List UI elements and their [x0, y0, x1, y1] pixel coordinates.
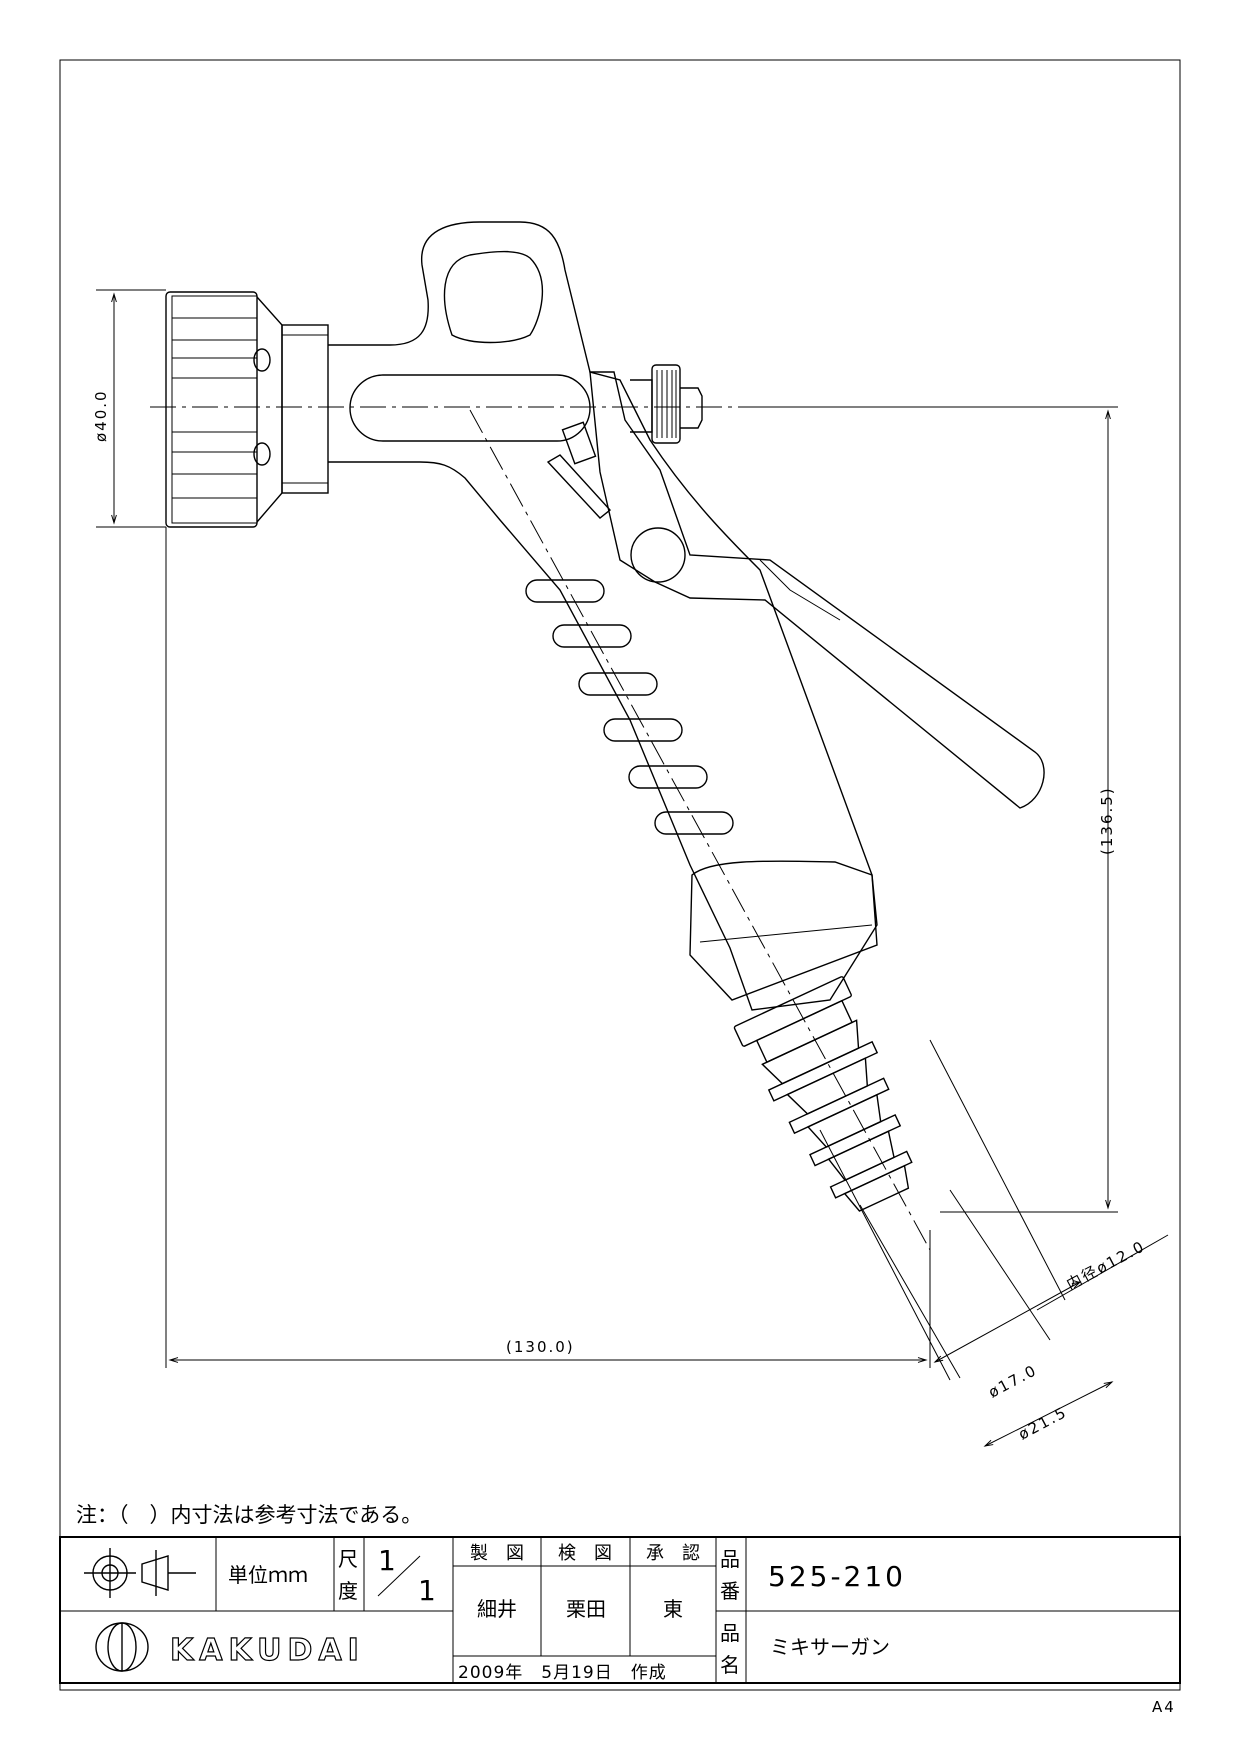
dim-diameter-40: ø40.0: [92, 389, 110, 442]
gun-body-outline: [328, 221, 878, 1011]
sheet-size: A4: [1152, 1698, 1176, 1716]
approved-by: 東: [663, 1597, 683, 1621]
part-no-label-1: 品: [720, 1547, 740, 1571]
scale-numerator: 1: [378, 1544, 399, 1577]
mixer-gun-drawing: [150, 221, 1066, 1381]
dim-diameter-21: ø21.5: [1015, 1403, 1070, 1444]
drawn-label: 製 図: [470, 1543, 524, 1564]
nozzle-knurled-ring: [165, 291, 258, 528]
company-name: KAKUDAI: [170, 1633, 365, 1668]
linkage-pin: [546, 454, 612, 519]
part-no-label-2: 番: [720, 1579, 740, 1603]
scale-label-2: 度: [338, 1579, 358, 1603]
grip-cap: [689, 860, 878, 1001]
hose-barb-fitting: [733, 976, 913, 1212]
part-name-label-2: 名: [720, 1653, 740, 1677]
grip-centerline: [469, 409, 931, 1251]
hanger-loop-icon: [443, 250, 544, 344]
dim-inner-12: 内径ø12.0: [1063, 1237, 1148, 1294]
dim-width-130: (130.0): [506, 1338, 575, 1356]
part-number: 525-210: [768, 1560, 906, 1593]
nozzle-collar: [281, 324, 329, 494]
scale-denominator: 1: [418, 1574, 439, 1607]
part-name-label-1: 品: [720, 1621, 740, 1645]
title-block: 単位ｍｍ 尺 度 1 1 製 図 検 図 承 認 細井 栗田 東 品 番 525…: [59, 1536, 1181, 1684]
approved-label: 承 認: [646, 1543, 700, 1564]
nozzle-cone: [256, 296, 283, 523]
dim-diameter-17: ø17.0: [985, 1361, 1040, 1402]
kakudai-logo-icon: [95, 1622, 149, 1672]
grip-vents: [525, 579, 734, 835]
dimensions: ø40.0 (136.5) (130.0) 内径ø12.0 ø17.0 ø21.…: [92, 289, 1169, 1447]
drawn-by: 細井: [477, 1597, 517, 1621]
part-name: ミキサーガン: [770, 1635, 890, 1659]
scale-label-1: 尺: [338, 1547, 358, 1571]
checked-label: 検 図: [558, 1543, 612, 1564]
unit-label: 単位ｍｍ: [228, 1563, 308, 1587]
checked-by: 栗田: [566, 1597, 606, 1621]
third-angle-projection-icon: [84, 1548, 196, 1598]
trigger-lever: [589, 371, 1045, 809]
lever-pivot: [630, 527, 686, 583]
reference-note: 注：（ ）内寸法は参考寸法である。: [76, 1503, 422, 1527]
sheet-border: [59, 59, 1181, 1691]
dim-height-136: (136.5): [1098, 786, 1116, 855]
date-line: 2009年 5月19日 作成: [458, 1663, 667, 1683]
